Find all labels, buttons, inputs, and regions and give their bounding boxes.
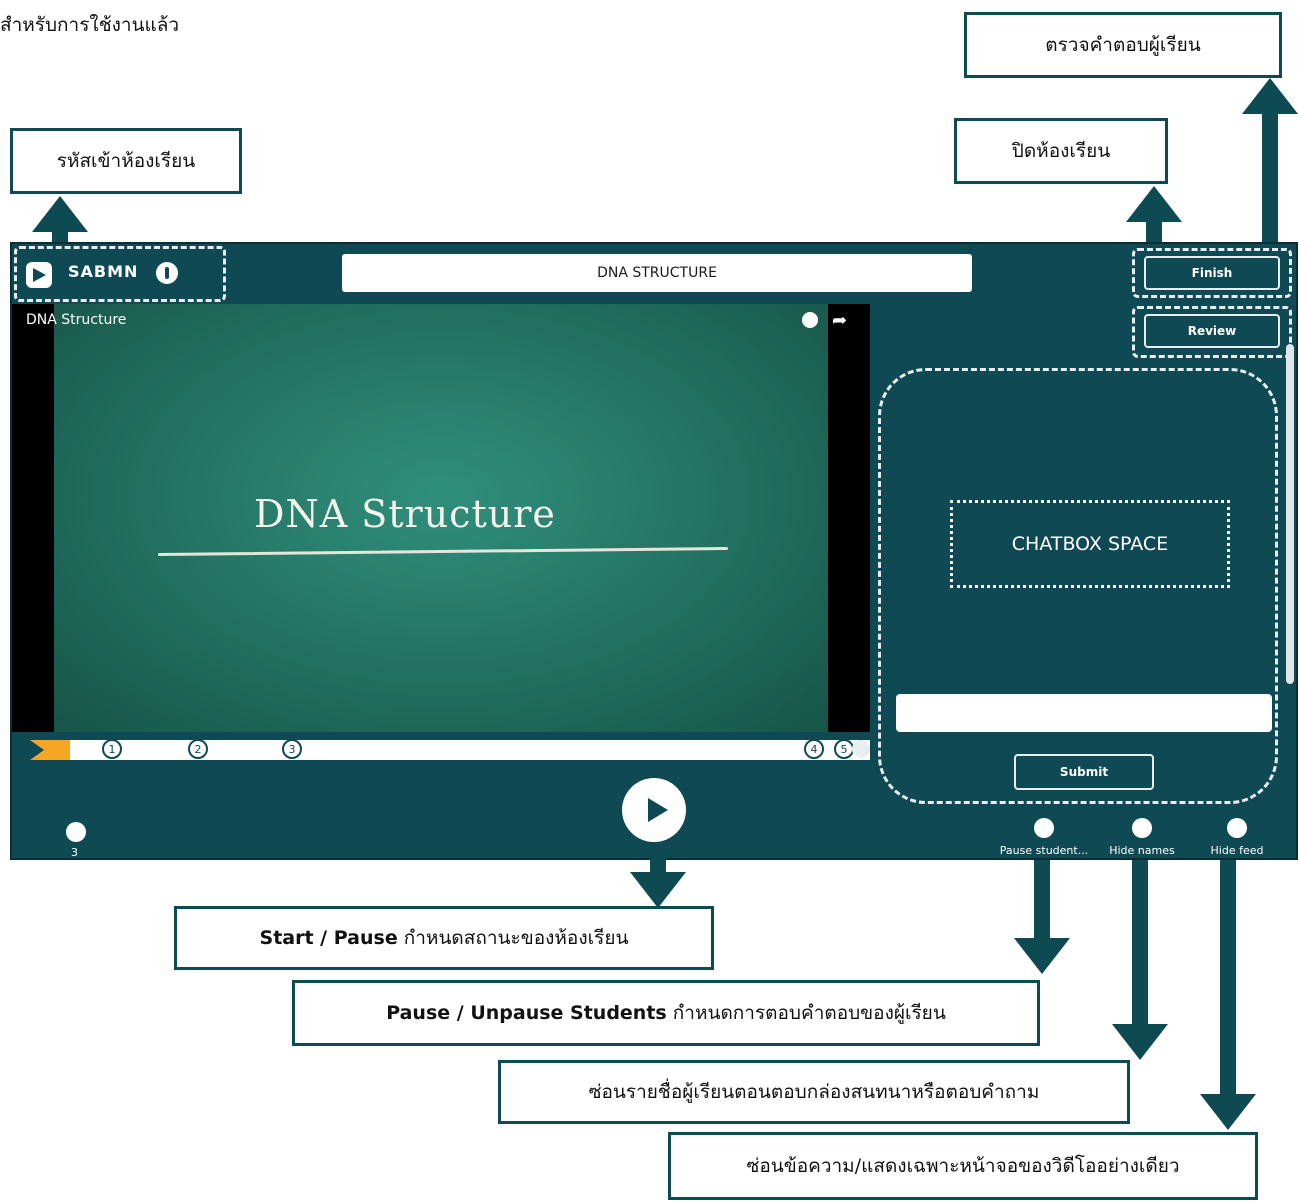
timeline-marker[interactable]: 4 bbox=[804, 739, 824, 759]
play-button[interactable] bbox=[622, 778, 686, 842]
video-player[interactable]: DNA Structure DNA Structure ➦ bbox=[12, 304, 870, 732]
hide-feed-button[interactable]: Hide feed bbox=[1202, 818, 1272, 857]
submit-button[interactable]: Submit bbox=[1014, 754, 1154, 790]
callout-close-room-text: ปิดห้องเรียน bbox=[1011, 140, 1111, 162]
callout-pause-students: Pause / Unpause Students กำหนดการตอบคำตอ… bbox=[292, 980, 1040, 1046]
hide-names-button[interactable]: Hide names bbox=[1102, 818, 1182, 857]
users-icon[interactable] bbox=[66, 822, 86, 842]
chat-input[interactable] bbox=[896, 694, 1272, 732]
arrow-pause-students-shaft bbox=[1034, 860, 1050, 938]
callout-pause-students-text: กำหนดการตอบคำตอบของผู้เรียน bbox=[666, 1002, 946, 1024]
timeline-marker[interactable]: 1 bbox=[102, 739, 122, 759]
chalk-text: DNA Structure bbox=[254, 492, 556, 536]
mute-icon[interactable] bbox=[852, 740, 870, 758]
arrow-hide-feed-shaft bbox=[1220, 860, 1236, 1094]
timeline-marker[interactable]: 5 bbox=[834, 739, 854, 759]
app-window: SABMN DNA STRUCTURE Finish Review DNA St… bbox=[10, 242, 1298, 860]
callout-start-pause-bold: Start / Pause bbox=[259, 927, 398, 949]
logo-icon bbox=[26, 262, 52, 288]
timeline-marker[interactable]: 2 bbox=[188, 739, 208, 759]
finish-highlight bbox=[1132, 248, 1292, 298]
room-code-highlight bbox=[14, 246, 226, 302]
video-title: DNA Structure bbox=[26, 312, 127, 328]
pause-students-label: Pause student... bbox=[999, 844, 1089, 857]
pause-students-button[interactable]: Pause student... bbox=[994, 818, 1094, 857]
callout-close-room: ปิดห้องเรียน bbox=[954, 118, 1168, 184]
callout-room-code: รหัสเข้าห้องเรียน bbox=[10, 128, 242, 194]
intro-text: สำหรับการใช้งานแล้ว bbox=[0, 14, 180, 36]
callout-room-code-text: รหัสเข้าห้องเรียน bbox=[56, 150, 196, 172]
scrollbar[interactable] bbox=[1286, 344, 1294, 684]
room-code: SABMN bbox=[68, 262, 139, 281]
callout-hide-names-text: ซ่อนรายชื่อผู้เรียนตอนตอบกล่องสนทนาหรือต… bbox=[588, 1081, 1040, 1103]
arrow-room-code-shaft bbox=[52, 228, 68, 244]
callout-start-pause: Start / Pause กำหนดสถานะของห้องเรียน bbox=[174, 906, 714, 970]
callout-start-pause-text: กำหนดสถานะของห้องเรียน bbox=[397, 927, 629, 949]
timeline-progress bbox=[30, 740, 70, 760]
chat-panel-highlight bbox=[878, 368, 1278, 804]
chatbox-space: CHATBOX SPACE bbox=[950, 500, 1230, 588]
student-count: 3 bbox=[71, 846, 78, 859]
callout-review-answers-text: ตรวจคำตอบผู้เรียน bbox=[1045, 34, 1201, 56]
arrow-play-shaft bbox=[650, 858, 666, 874]
feed-icon bbox=[1227, 818, 1247, 838]
callout-hide-feed: ซ่อนข้อความ/แสดงเฉพาะหน้าจอของวิดีโออย่า… bbox=[668, 1132, 1258, 1200]
arrow-close-room-head bbox=[1126, 186, 1182, 222]
video-timeline[interactable]: 1 2 3 4 5 bbox=[30, 739, 870, 760]
finish-button[interactable]: Finish bbox=[1144, 256, 1280, 290]
pause-icon bbox=[1034, 818, 1054, 838]
timeline-marker[interactable]: 3 bbox=[282, 739, 302, 759]
callout-pause-students-bold: Pause / Unpause Students bbox=[386, 1002, 667, 1024]
arrow-hide-feed-head bbox=[1200, 1094, 1256, 1130]
names-icon bbox=[1132, 818, 1152, 838]
video-frame: DNA Structure bbox=[54, 304, 828, 732]
arrow-play-head bbox=[630, 872, 686, 908]
arrow-room-code-head bbox=[32, 196, 88, 232]
hide-names-label: Hide names bbox=[1109, 844, 1175, 857]
arrow-hide-names-head bbox=[1112, 1024, 1168, 1060]
clock-icon[interactable] bbox=[802, 312, 818, 328]
share-icon[interactable]: ➦ bbox=[832, 310, 848, 331]
review-button[interactable]: Review bbox=[1144, 314, 1280, 348]
callout-hide-names: ซ่อนรายชื่อผู้เรียนตอนตอบกล่องสนทนาหรือต… bbox=[498, 1060, 1130, 1124]
arrow-pause-students-head bbox=[1014, 938, 1070, 974]
arrow-hide-names-shaft bbox=[1132, 860, 1148, 1024]
arrow-review-head bbox=[1242, 78, 1298, 114]
callout-review-answers: ตรวจคำตอบผู้เรียน bbox=[964, 12, 1282, 78]
review-highlight bbox=[1132, 306, 1292, 358]
hide-feed-label: Hide feed bbox=[1210, 844, 1264, 857]
lesson-title: DNA STRUCTURE bbox=[342, 254, 972, 292]
chalk-underline bbox=[157, 547, 729, 556]
arrow-close-room-shaft bbox=[1146, 222, 1162, 246]
top-bar: SABMN DNA STRUCTURE Finish bbox=[12, 244, 1296, 302]
callout-hide-feed-text: ซ่อนข้อความ/แสดงเฉพาะหน้าจอของวิดีโออย่า… bbox=[746, 1155, 1180, 1177]
key-icon[interactable] bbox=[156, 262, 178, 284]
